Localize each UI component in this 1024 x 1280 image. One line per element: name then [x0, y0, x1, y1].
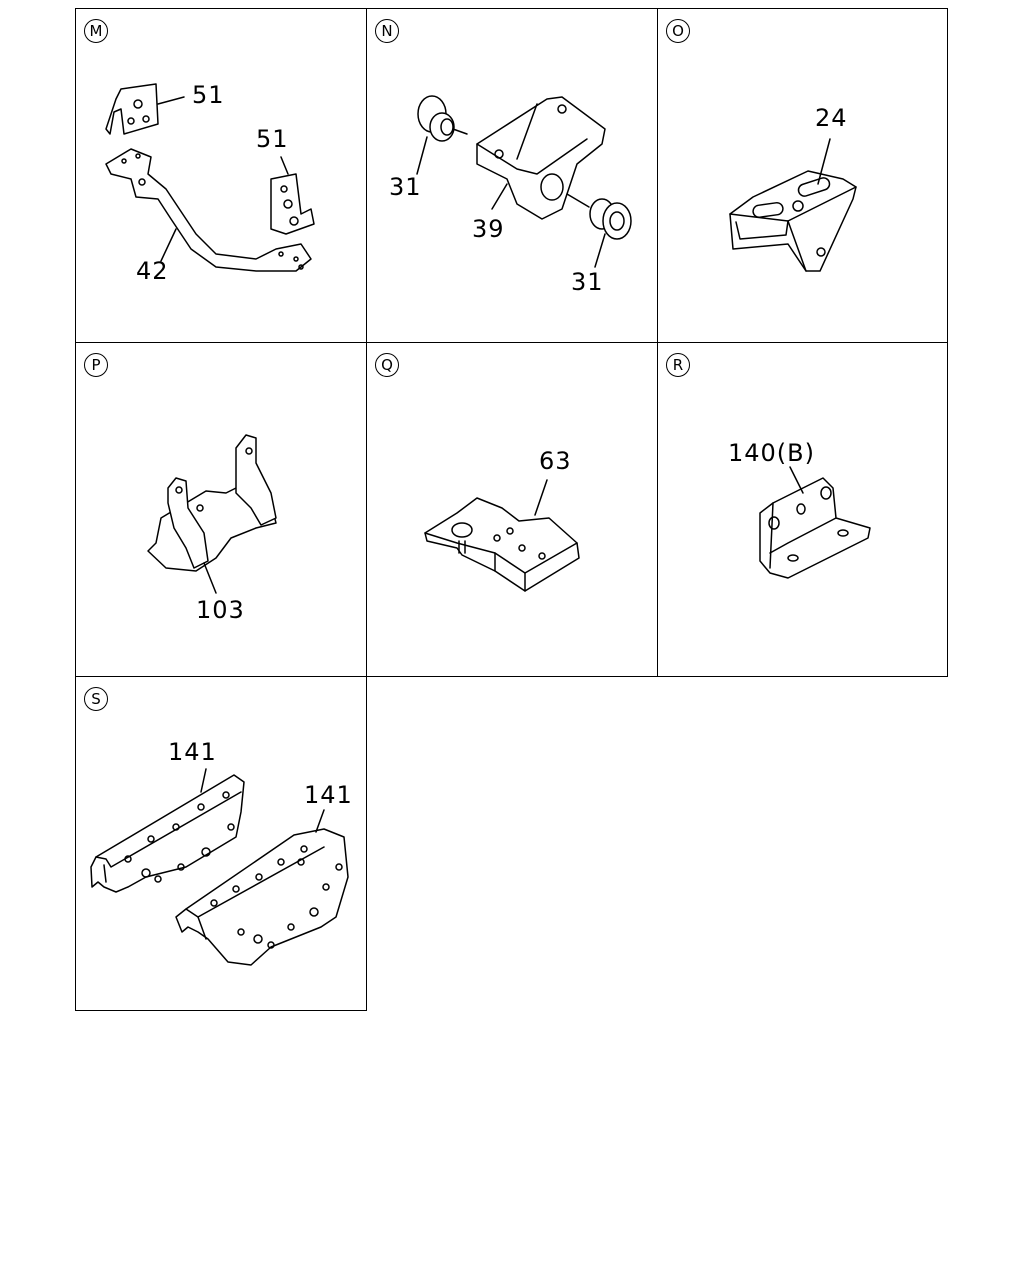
panel-p: P 103	[75, 342, 367, 677]
part-drawing-s	[90, 768, 349, 966]
panel-r: R 140(B)	[657, 342, 948, 677]
panel-n: N 31 39 31	[366, 8, 658, 343]
part-label: 31	[389, 173, 422, 201]
part-label: 63	[539, 447, 572, 475]
panel-letter: R	[666, 353, 690, 377]
part-label: 141	[304, 781, 353, 809]
part-drawing-r	[759, 466, 871, 579]
panel-letter: N	[375, 19, 399, 43]
part-label: 51	[192, 81, 225, 109]
part-label: 51	[256, 125, 289, 153]
part-label: 141	[168, 738, 217, 766]
part-drawing-n	[416, 95, 632, 268]
part-drawing-p	[147, 434, 277, 594]
part-drawing-m	[105, 83, 315, 272]
part-drawing-q	[424, 479, 580, 592]
part-label: 39	[472, 215, 505, 243]
panel-q: Q 63	[366, 342, 658, 677]
part-label: 140(B)	[728, 439, 815, 467]
panel-m: M 51 51 42	[75, 8, 367, 343]
panel-o: O 24	[657, 8, 948, 343]
part-label: 31	[571, 268, 604, 296]
part-drawing-o	[729, 138, 857, 272]
panel-letter: O	[666, 19, 690, 43]
panel-letter: S	[84, 687, 108, 711]
panel-s: S 141 141	[75, 676, 367, 1011]
panel-letter: M	[84, 19, 108, 43]
part-label: 103	[196, 596, 245, 624]
panel-letter: P	[84, 353, 108, 377]
part-label: 24	[815, 104, 848, 132]
part-label: 42	[136, 257, 169, 285]
panel-letter: Q	[375, 353, 399, 377]
